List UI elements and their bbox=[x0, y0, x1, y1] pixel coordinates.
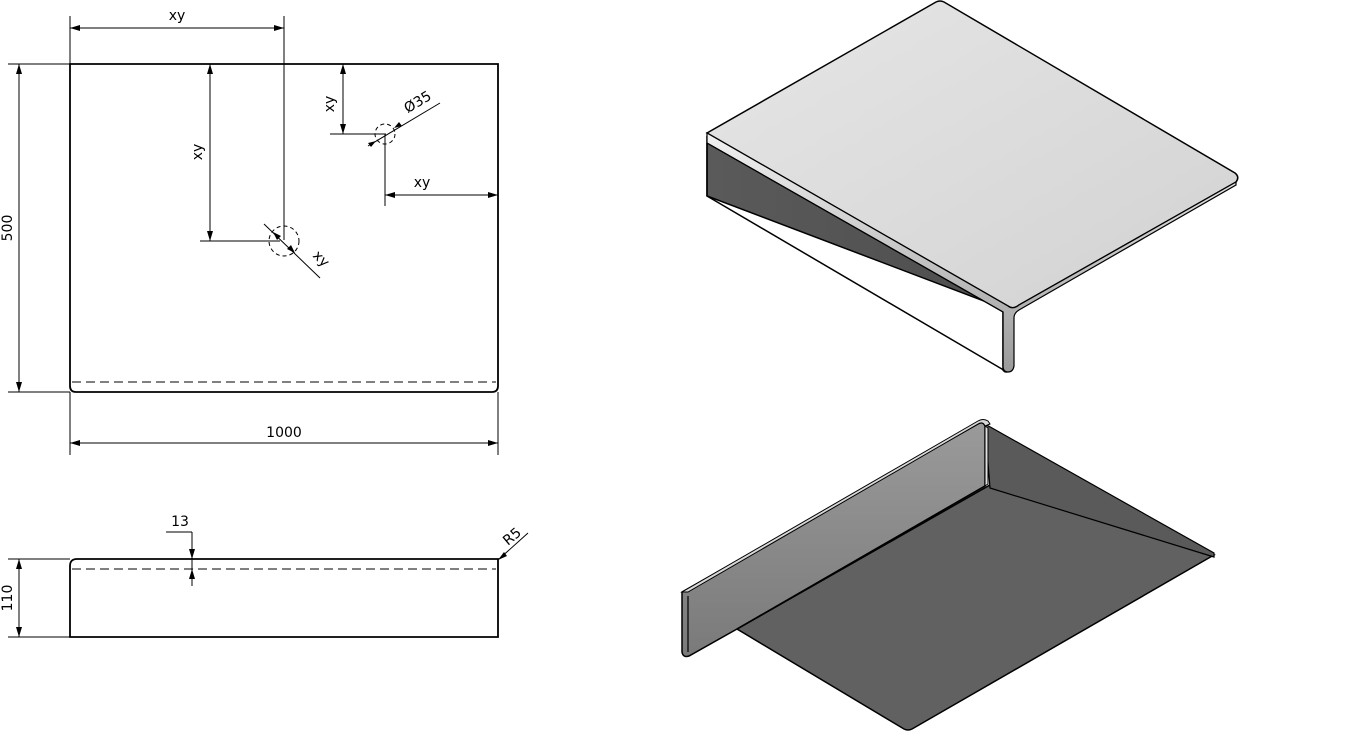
dim-vertical-hole2: xy bbox=[322, 64, 386, 135]
side-outline bbox=[69, 558, 499, 638]
dim-bend-offset: 13 bbox=[166, 514, 195, 586]
dim-vertical-hole1: xy bbox=[190, 64, 280, 242]
dim-top-horizontal: xy bbox=[69, 8, 285, 240]
plate-outline bbox=[69, 63, 499, 393]
side-view: 13 R5 110 bbox=[0, 514, 529, 638]
dim-height-110: 110 bbox=[0, 558, 70, 638]
dim-bend-offset-label: 13 bbox=[171, 514, 189, 530]
iso-view-top bbox=[705, 0, 1239, 373]
dim-vertical-hole1-label: xy bbox=[190, 144, 206, 161]
dim-height-500: 500 bbox=[0, 63, 70, 393]
iso-top-bend-edge bbox=[706, 131, 1237, 373]
dim-vertical-hole2-label: xy bbox=[322, 96, 338, 113]
dim-right-horizontal-label: xy bbox=[414, 175, 431, 191]
hole-2: Ø35 bbox=[367, 88, 441, 147]
iso-top-face bbox=[705, 0, 1239, 309]
dim-height-110-label: 110 bbox=[0, 585, 16, 612]
dim-radius-label: R5 bbox=[500, 525, 525, 549]
dim-hole2-diameter-label: Ø35 bbox=[401, 88, 434, 117]
dim-hole1-diameter-label: xy bbox=[309, 248, 332, 271]
iso-view-bottom bbox=[680, 419, 1216, 731]
dim-width-1000: 1000 bbox=[69, 392, 499, 455]
dim-radius: R5 bbox=[497, 525, 529, 561]
dim-right-horizontal: xy bbox=[384, 134, 498, 206]
dim-top-horizontal-label: xy bbox=[169, 8, 186, 24]
dim-height-500-label: 500 bbox=[0, 215, 16, 242]
dim-width-1000-label: 1000 bbox=[266, 425, 302, 441]
top-view: xy xy xy xy bbox=[0, 8, 499, 455]
iso-bottom-underside bbox=[735, 484, 1216, 731]
hole-1: xy bbox=[263, 223, 332, 279]
